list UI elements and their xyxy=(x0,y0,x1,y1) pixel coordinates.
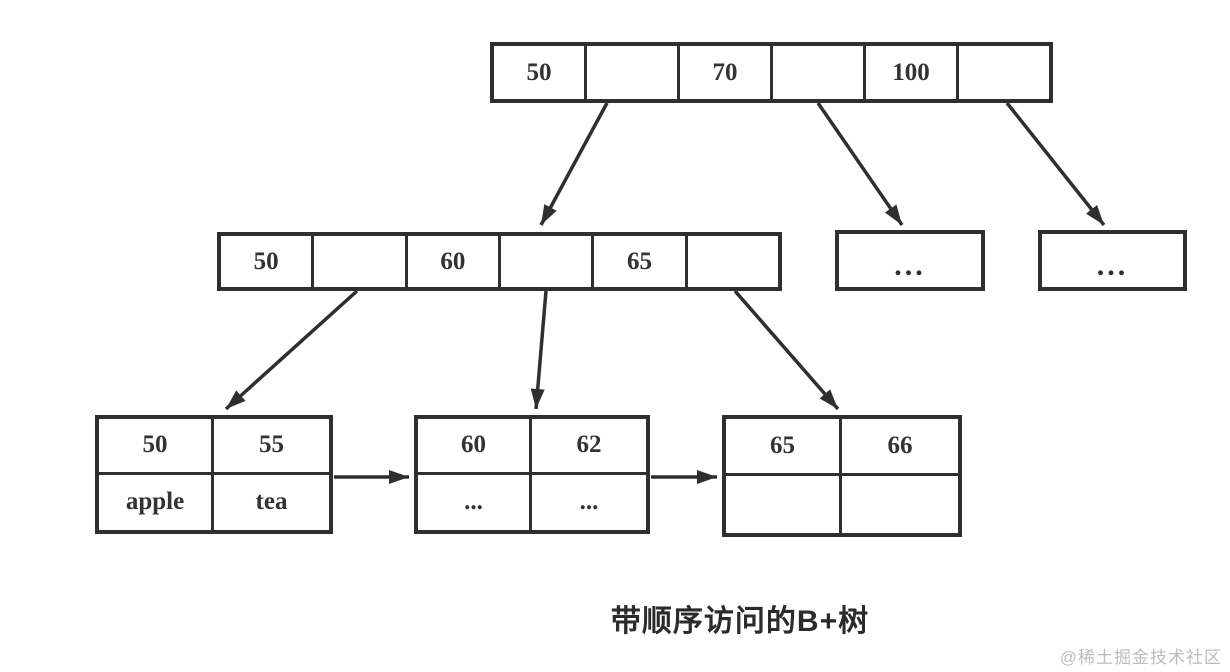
root-cell-key: 100 xyxy=(866,46,959,99)
arrow-root-to-internal xyxy=(539,102,609,226)
leaf-key-cell: 55 xyxy=(214,419,329,475)
root-cell-pointer xyxy=(587,46,680,99)
leaf-node-2: 60 62 ... ... xyxy=(414,415,650,534)
root-cell-key: 50 xyxy=(494,46,587,99)
leaf-key-cell: 62 xyxy=(532,419,646,475)
diagram-caption: 带顺序访问的B+树 xyxy=(610,605,870,638)
arrow-internal-to-leaf-1 xyxy=(224,289,359,411)
arrow-root-to-overflow-1 xyxy=(816,102,904,226)
leaf-node-3: 65 66 xyxy=(722,415,962,537)
ellipsis-label: ... xyxy=(1096,248,1129,282)
leaf-key-cell: 60 xyxy=(418,419,532,475)
leaf-key-cell: 50 xyxy=(99,419,214,475)
arrow-internal-to-leaf-2 xyxy=(530,290,548,410)
internal-node: 50 60 65 xyxy=(217,232,782,291)
internal-cell-pointer xyxy=(314,236,408,287)
internal-cell-key: 50 xyxy=(221,236,315,287)
leaf-key-cell: 65 xyxy=(726,419,842,476)
leaf-value-cell: apple xyxy=(99,474,214,530)
overflow-node-2: ... xyxy=(1038,230,1187,291)
leaf-value-cell: ... xyxy=(579,488,599,516)
arrow-internal-to-leaf-3 xyxy=(733,289,840,411)
root-cell-key: 70 xyxy=(680,46,773,99)
overflow-node-1: ... xyxy=(835,230,985,291)
internal-cell-pointer xyxy=(688,236,778,287)
ellipsis-label: ... xyxy=(894,248,926,282)
leaf-key-cell: 66 xyxy=(842,419,958,476)
leaf-value-cell: tea xyxy=(255,488,288,516)
leaf-value-cell xyxy=(726,476,842,533)
internal-cell-key: 60 xyxy=(408,236,501,287)
arrow-root-to-overflow-2 xyxy=(1005,101,1106,227)
leaf-node-1: 50 55 apple tea xyxy=(95,415,333,534)
internal-cell-pointer xyxy=(501,236,595,287)
root-cell-pointer xyxy=(773,46,866,99)
leaf-value-cell: ... xyxy=(418,474,532,530)
watermark: @稀土掘金技术社区 xyxy=(1059,648,1222,667)
internal-cell-key: 65 xyxy=(594,236,688,287)
root-node: 50 70 100 xyxy=(490,42,1053,103)
leaf-value-cell xyxy=(842,476,958,533)
root-cell-pointer xyxy=(959,46,1049,99)
